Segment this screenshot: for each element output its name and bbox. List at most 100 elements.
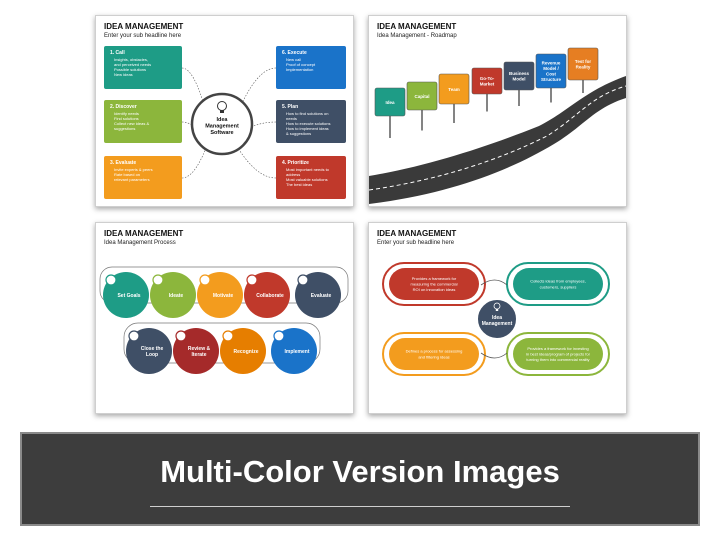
process-step-label: Implement (284, 349, 309, 355)
sign-post (582, 80, 584, 93)
sign-board (374, 87, 406, 117)
box-bullet: New call (286, 57, 301, 62)
box-prioritize (276, 156, 346, 199)
box-discover (104, 100, 182, 143)
process-step-label: Collaborate (256, 293, 284, 299)
slide-thumbnail-process[interactable]: IDEA MANAGEMENT Idea Management Process … (95, 222, 354, 414)
connector-line (237, 147, 277, 179)
card-fill (513, 268, 603, 300)
card-fill (389, 338, 479, 370)
box-bullet: Most valuable solutions (286, 177, 328, 182)
box-bullet: Invite experts & peers (114, 167, 153, 172)
box-evaluate (104, 156, 182, 199)
sign-post (550, 88, 552, 103)
slide-thumbnail-software[interactable]: IDEA MANAGEMENT Enter your sub headline … (95, 15, 354, 207)
slide-subtitle: Enter your sub headline here (377, 240, 455, 246)
box-heading: 6. Execute (282, 50, 307, 56)
slide-subtitle: Idea Management - Roadmap (377, 33, 457, 39)
box-bullet: Find solutions (114, 116, 139, 121)
box-bullet: How to find solutions on (286, 111, 328, 116)
box-bullet: Rate based on (114, 172, 140, 177)
banner-underline (150, 506, 570, 507)
center-circle (190, 92, 254, 156)
slide-subtitle: Enter your sub headline here (104, 33, 182, 39)
box-bullet: The best ideas (286, 182, 312, 187)
step-icon (222, 330, 234, 342)
cycle-arrow (480, 279, 508, 286)
box-heading: 1. Call (110, 50, 125, 56)
sign-board (471, 67, 503, 95)
sign-post (518, 90, 520, 106)
sign-label: Idea (385, 100, 395, 105)
box-bullet: relevant parameters (114, 177, 150, 182)
version-banner: Multi-Color Version Images (20, 432, 700, 526)
step-icon (128, 330, 140, 342)
process-step-label: Motivate (213, 293, 234, 299)
card-fill (389, 268, 479, 300)
process-diagram: Set Goals Ideate Motivate Collaborate Evalua… (99, 266, 349, 374)
sign-board (406, 81, 438, 111)
sign-board (535, 53, 567, 89)
road (369, 76, 626, 204)
sign-label: Team (448, 87, 459, 92)
box-heading: 4. Prioritize (282, 160, 309, 166)
box-bullet: New ideas (114, 72, 133, 77)
connector-line (181, 121, 197, 129)
step-icon (199, 274, 211, 286)
slide-title: IDEA MANAGEMENT (377, 22, 457, 31)
sign-label: Capital (414, 94, 429, 99)
process-outline-bottom (123, 322, 321, 364)
sign-post (421, 110, 423, 131)
box-heading: 2. Discover (110, 104, 137, 110)
card-text: Collects ideas from employees,customers,… (530, 279, 586, 290)
box-bullet: Most important needs to (286, 167, 330, 172)
slide-subtitle: Idea Management Process (104, 240, 176, 246)
slide-title: IDEA MANAGEMENT (377, 229, 457, 238)
box-plan (276, 100, 346, 143)
slide-title: IDEA MANAGEMENT (104, 229, 184, 238)
box-execute (276, 46, 346, 89)
sign-post (453, 104, 455, 123)
slide-thumbnail-roadmap[interactable]: IDEA MANAGEMENT Idea Management - Roadma… (368, 15, 627, 207)
process-step-label: Set Goals (117, 293, 140, 299)
box-bullet: and perceived needs (114, 62, 151, 67)
process-step-label: Recognize (233, 349, 258, 355)
step-icon (246, 274, 258, 286)
connector-line (237, 67, 277, 113)
sign-board (503, 61, 535, 91)
slide-thumbnail-cycle[interactable]: IDEA MANAGEMENT Enter your sub headline … (368, 222, 627, 414)
sign-board (438, 73, 470, 105)
step-icon (273, 330, 285, 342)
cycle-arrow (480, 352, 508, 359)
box-heading: 3. Evaluate (110, 160, 136, 166)
box-bullet: How to execute solutions (286, 121, 330, 126)
box-bullet: Identify needs (114, 111, 139, 116)
center-circle (476, 298, 518, 340)
box-bullet: suggestions (114, 126, 135, 131)
card-fill (513, 338, 603, 370)
box-bullet: Insights, obstacles, (114, 57, 148, 62)
box-bullet: Possible solutions (114, 67, 146, 72)
road-lane-marking (369, 85, 626, 191)
connector-line (181, 147, 207, 179)
lightbulb-icon (217, 101, 227, 113)
box-bullet: How to implement ideas (286, 126, 329, 131)
process-step-label: Evaluate (311, 293, 332, 299)
process-step-label: Ideate (169, 293, 184, 299)
banner-title: Multi-Color Version Images (160, 454, 560, 489)
process-step-label: Review &Iterate (188, 346, 211, 358)
step-icon (175, 330, 187, 342)
sign-label: Go-To-Market (480, 76, 495, 87)
box-bullet: Implementation (286, 67, 313, 72)
box-bullet: needs (286, 116, 297, 121)
